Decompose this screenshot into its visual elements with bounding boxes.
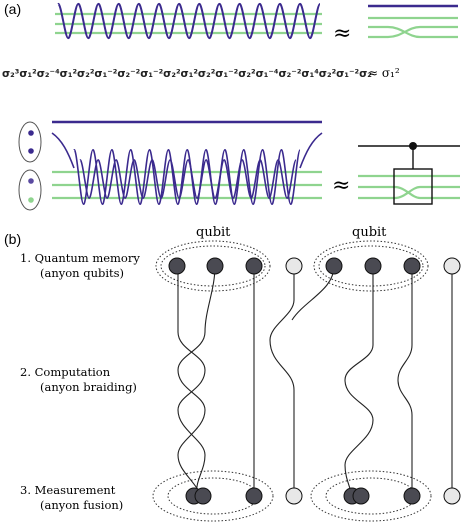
panel-b-label: (b) [4,231,21,247]
lower-weave-path-inner [79,159,297,199]
anyons-bottom-row [185,487,461,505]
qubit-label-1: qubit [196,225,231,240]
approx-symbol-top: ≈ [333,21,351,46]
stage-1-title: 1. Quantum memory [20,251,140,265]
braid-result: ≈ σ₁² [368,66,400,80]
stage-2-subtitle: (anyon braiding) [40,380,137,394]
stage-3-subtitle: (anyon fusion) [40,498,123,512]
lower-weave-path [73,149,301,205]
stage-1-subtitle: (anyon qubits) [40,266,124,280]
braid-word: σ₂³σ₁²σ₂⁻⁴σ₁²σ₂²σ₁⁻²σ₂⁻²σ₁⁻²σ₂²σ₁²σ₂²σ₁⁻… [2,68,372,80]
top-weave-path [57,2,321,40]
top-weave-strands [55,12,322,35]
stage-2-title: 2. Computation [20,365,111,379]
qubit-label-2: qubit [352,225,387,240]
anyon-ovals [18,121,42,211]
panel-a-label: (a) [4,1,21,17]
braid-worldlines [177,265,453,497]
weave-hook-left [51,132,75,169]
exchange-result-top [368,4,458,39]
stage-3-title: 3. Measurement [20,483,116,497]
controlled-gate-diagram [358,142,460,205]
anyons-top-row [168,257,461,275]
approx-symbol-bottom: ≈ [332,173,350,198]
weave-hook-right [299,132,323,169]
